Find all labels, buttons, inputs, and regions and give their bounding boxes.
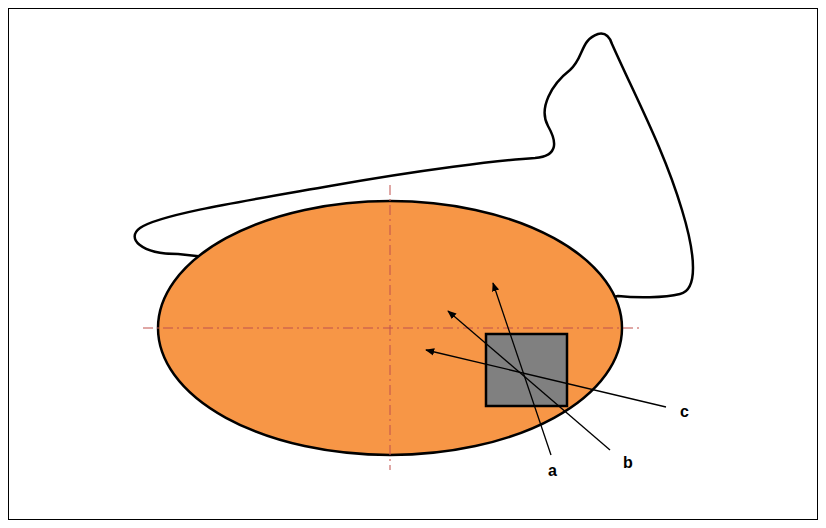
horizontal-axis [143,328,640,329]
arrow-label: b [623,455,633,471]
frame [9,9,818,520]
arrow-a [493,283,551,455]
arrow-label: a [548,463,557,479]
arrow-b [448,311,610,450]
grey-square [486,334,567,406]
vertical-axis [390,185,391,470]
arrow-label: c [680,404,689,420]
arrow-c [426,350,666,407]
